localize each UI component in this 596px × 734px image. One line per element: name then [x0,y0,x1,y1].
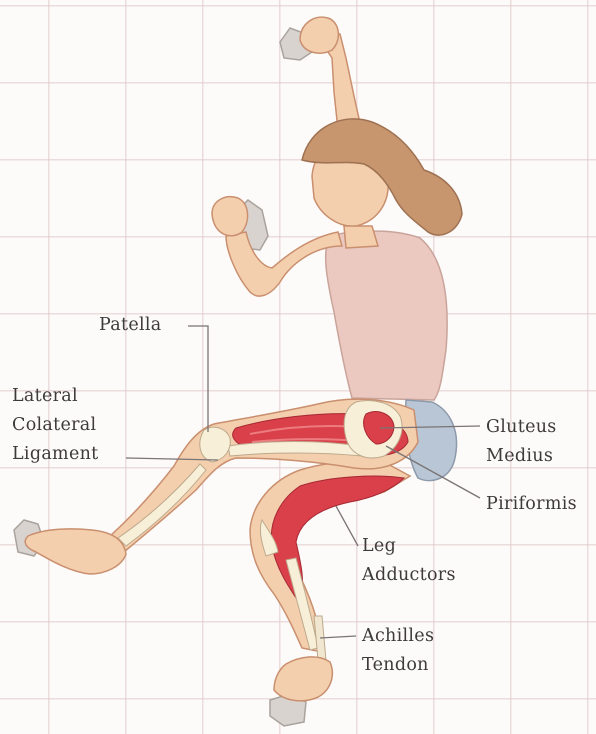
lateral-collateral-ligament-label: Lateral Colateral Ligament [12,382,99,469]
achilles-tendon-label: Achilles Tendon [362,622,434,680]
adductors-leader [336,506,358,546]
patella-label: Patella [99,311,162,340]
patella-leader [188,326,208,432]
leg-adductors-label: Leg Adductors [362,532,456,590]
raised-arm [300,17,362,132]
tank-top [326,231,448,400]
head [302,119,462,248]
piriformis-label: Piriformis [486,490,577,519]
tibia-bone [118,464,206,546]
climbing-holds [14,28,312,726]
gluteus-medius-label: Gluteus Medius [486,413,557,471]
achilles-leader [320,636,356,638]
